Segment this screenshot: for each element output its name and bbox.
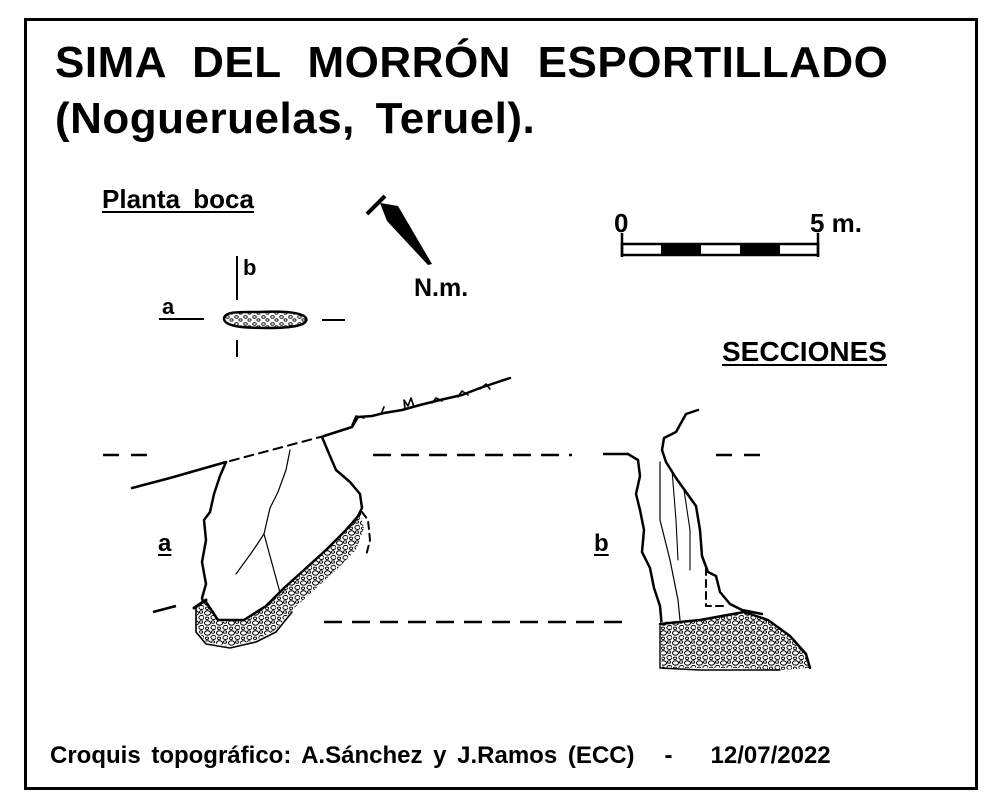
plan-title: Planta boca — [102, 184, 254, 214]
section-a-rubble-edge — [195, 605, 293, 649]
section-b-rubble-edge — [659, 625, 781, 671]
section-label-b: b — [594, 530, 609, 557]
section-a-rubble-fill — [196, 514, 364, 646]
section-a-floor-left — [192, 598, 208, 610]
plan-view — [159, 256, 345, 357]
section-a-right-wall — [320, 435, 364, 522]
cave-title: SIMA DEL MORRÓN ESPORTILLADO — [55, 38, 889, 87]
section-a-surface-left — [130, 460, 228, 490]
section-a-opening — [229, 435, 325, 462]
credit-text: Croquis topográfico: A.Sánchez y J.Ramos… — [50, 742, 635, 769]
scale-bar-segment-1 — [661, 244, 701, 255]
plan-label-b: b — [243, 255, 257, 280]
north-arrow-head — [380, 203, 432, 265]
bottom-level-left — [152, 604, 177, 614]
sections-title: SECCIONES — [722, 336, 887, 367]
scale-bar-frame — [620, 242, 820, 257]
section-a-left-wall — [200, 460, 228, 614]
section-label-a: a — [158, 530, 172, 557]
section-b-rubble-fill — [660, 612, 810, 670]
section-a-right-wall-hidden — [361, 511, 371, 557]
scale-bar — [620, 233, 820, 257]
section-a-fracture-2 — [263, 533, 283, 601]
section-b-inner-line-2 — [671, 469, 679, 561]
section-b — [626, 408, 812, 671]
section-b-inner-line-3 — [683, 489, 691, 571]
section-a-surface-vegetation — [351, 383, 491, 426]
cave-entrance-outline — [222, 310, 308, 330]
north-label: N.m. — [414, 274, 469, 302]
section-b-inner-line-1 — [659, 461, 681, 621]
footer-credits: Croquis topográfico: A.Sánchez y J.Ramos… — [50, 742, 831, 770]
section-b-hidden-ledge — [705, 567, 725, 607]
section-a-fracture-1 — [235, 449, 291, 575]
section-b-floor-line — [658, 610, 812, 670]
survey-date: 12/07/2022 — [710, 742, 831, 769]
north-arrow-tail — [365, 194, 387, 216]
section-a-floor-line — [204, 512, 362, 622]
cave-location: (Nogueruelas, Teruel). — [55, 94, 536, 143]
section-b-right-wall — [660, 408, 764, 616]
section-a — [130, 376, 512, 649]
north-arrow — [365, 194, 432, 265]
plan-label-a: a — [162, 294, 175, 319]
credit-separator: - — [664, 742, 673, 769]
scale-start-label: 0 — [614, 208, 629, 238]
section-b-left-wall — [626, 452, 664, 630]
map-frame — [24, 18, 978, 790]
reference-levels — [103, 452, 762, 624]
scale-bar-segment-2 — [740, 244, 780, 255]
